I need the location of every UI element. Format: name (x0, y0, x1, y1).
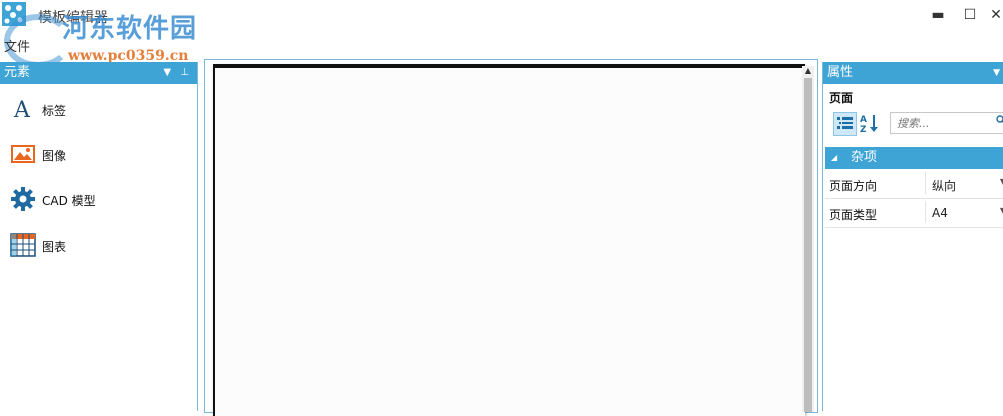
element-label: 图像 (42, 149, 67, 163)
category-misc[interactable]: ◢ 杂项 (825, 147, 1003, 169)
selected-object-title: 页面 (829, 91, 854, 105)
close-button[interactable]: ✕ (990, 7, 1002, 23)
property-search-box[interactable] (890, 112, 1003, 134)
element-item-cad-model[interactable]: CAD 模型 (0, 184, 196, 214)
svg-text:A: A (13, 98, 31, 122)
collapse-triangle-icon[interactable]: ◢ (831, 153, 838, 162)
watermark: 河东软件园 www.pc0359.cn (62, 8, 198, 64)
gear-icon (11, 187, 35, 211)
element-label: 标签 (42, 104, 67, 118)
sort-az-icon: A Z (860, 115, 878, 135)
property-row-orientation: 页面方向 纵向 ▼ (825, 170, 1003, 199)
title-bar: 模板编辑器 ▬ ☐ ✕ (0, 0, 1003, 32)
scroll-up-icon[interactable]: ▲ (804, 66, 812, 75)
page-orientation-select[interactable]: 纵向 ▼ (925, 172, 1003, 194)
page-type-select[interactable]: A4 ▼ (925, 201, 1003, 223)
svg-text:Z: Z (860, 125, 867, 134)
watermark-title: 河东软件园 (62, 14, 198, 44)
property-value: 纵向 (932, 179, 957, 193)
vertical-scrollbar[interactable]: ▲ (802, 66, 814, 412)
property-name: 页面方向 (829, 179, 878, 193)
elements-panel: 元素 ▼ ⊥ A 标签 图像 (0, 62, 198, 411)
element-label: 图表 (42, 240, 67, 254)
property-value: A4 (932, 206, 948, 220)
design-canvas[interactable]: ▲ (204, 59, 818, 416)
watermark-url: www.pc0359.cn (68, 48, 189, 64)
categorized-icon (837, 117, 853, 129)
categorized-view-button[interactable] (833, 112, 857, 136)
pin-icon[interactable]: ⊥ (180, 67, 189, 78)
element-label: CAD 模型 (42, 194, 96, 208)
chevron-down-icon[interactable]: ▼ (999, 177, 1003, 186)
table-icon (10, 233, 36, 257)
elements-panel-header: 元素 ▼ ⊥ (0, 62, 197, 84)
properties-panel-title: 属性 (827, 65, 854, 80)
text-a-icon: A (13, 98, 31, 122)
chevron-down-icon[interactable]: ▼ (999, 206, 1003, 215)
element-item-label[interactable]: A 标签 (0, 94, 196, 124)
panel-dropdown-icon[interactable]: ▼ (993, 68, 1000, 78)
scrollbar-thumb[interactable] (804, 78, 812, 412)
properties-panel: 属性 ▼ 页面 A Z ◢ 杂项 页面方向 (822, 62, 1003, 411)
svg-text:A: A (860, 115, 867, 125)
menu-file[interactable]: 文件 (4, 40, 31, 55)
properties-panel-header: 属性 ▼ (823, 62, 1003, 84)
alphabetical-sort-button[interactable]: A Z (859, 112, 881, 135)
property-row-page-type: 页面类型 A4 ▼ (825, 199, 1003, 228)
page-preview[interactable] (213, 64, 805, 416)
search-icon[interactable] (996, 115, 1003, 125)
minimize-button[interactable]: ▬ (931, 7, 945, 23)
property-search-input[interactable] (895, 114, 995, 132)
maximize-button[interactable]: ☐ (963, 7, 977, 23)
image-icon (11, 145, 35, 163)
category-label: 杂项 (851, 150, 878, 165)
panel-dropdown-icon[interactable]: ▼ (163, 67, 172, 78)
elements-panel-title: 元素 (4, 65, 31, 80)
property-name: 页面类型 (829, 208, 878, 222)
element-item-chart[interactable]: 图表 (0, 230, 196, 260)
element-item-image[interactable]: 图像 (0, 139, 196, 169)
